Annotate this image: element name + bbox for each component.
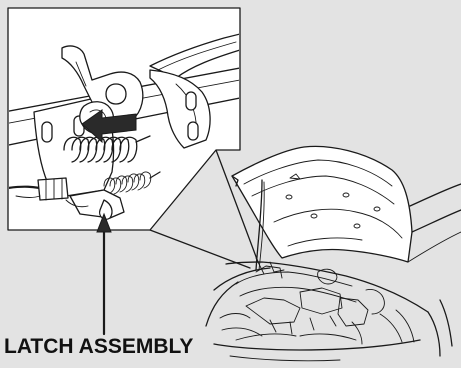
vehicle-open-hood xyxy=(206,146,461,360)
callout-label: LATCH ASSEMBLY xyxy=(4,336,193,357)
callout-cone-lower xyxy=(150,230,250,268)
hood-panel xyxy=(232,146,412,262)
latch-inset xyxy=(4,8,240,230)
engine-bay xyxy=(220,258,414,344)
arrow-up-icon xyxy=(97,214,111,334)
